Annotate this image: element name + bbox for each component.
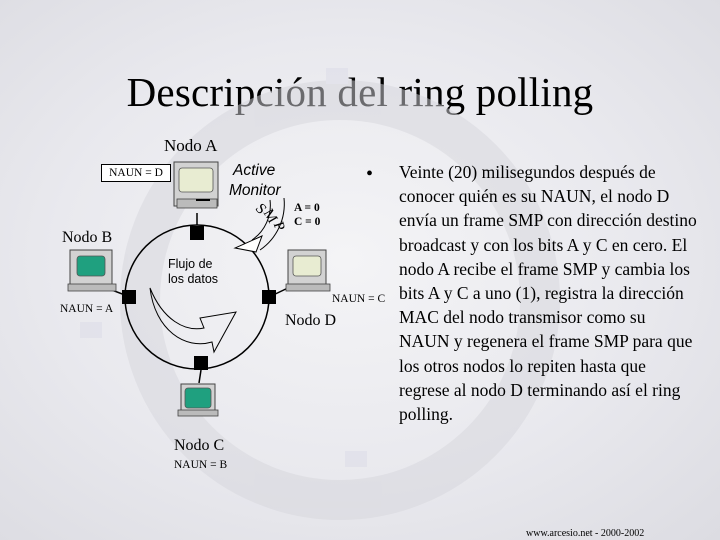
node-b-naun: NAUN = A bbox=[60, 303, 114, 315]
node-c-naun: NAUN = B bbox=[174, 459, 228, 471]
data-flow-label: Flujo de los datos bbox=[168, 257, 218, 287]
node-a-naun: NAUN = D bbox=[109, 167, 163, 179]
connector-d bbox=[262, 290, 276, 304]
connector-a bbox=[190, 226, 204, 240]
data-flow-arrow-icon bbox=[149, 287, 237, 354]
bullet-marker: • bbox=[366, 163, 374, 185]
node-d-label: Nodo D bbox=[285, 312, 337, 329]
node-c-label: Nodo C bbox=[174, 437, 225, 454]
computer-node-a bbox=[173, 161, 219, 209]
active-monitor-line-2: Monitor bbox=[229, 182, 281, 199]
node-a-naun-box: NAUN = D bbox=[101, 164, 171, 182]
bullet-text: Veinte (20) milisegundos después de cono… bbox=[399, 162, 697, 425]
node-d-naun: NAUN = C bbox=[332, 293, 386, 305]
connector-c bbox=[194, 356, 208, 370]
data-flow-line-2: los datos bbox=[168, 272, 219, 286]
bit-a-value: A = 0 bbox=[294, 202, 320, 214]
footer-url: www.arcesio.net - 2000-2002 bbox=[526, 528, 645, 539]
smp-frame-label: SMP bbox=[252, 201, 287, 233]
background-decoration bbox=[80, 68, 560, 520]
computer-node-b bbox=[67, 249, 117, 292]
data-flow-line-1: Flujo de bbox=[168, 257, 213, 271]
connector-b bbox=[122, 290, 136, 304]
computer-node-c bbox=[177, 383, 219, 417]
active-monitor-label: Active Monitor bbox=[229, 161, 289, 201]
node-a-label: Nodo A bbox=[164, 136, 218, 155]
smp-frame-arrow-icon bbox=[233, 197, 285, 253]
bit-c-value: C = 0 bbox=[294, 216, 321, 228]
node-b-label: Nodo B bbox=[62, 229, 113, 246]
computer-node-d bbox=[285, 249, 331, 292]
active-monitor-line-1: Active bbox=[233, 162, 276, 179]
